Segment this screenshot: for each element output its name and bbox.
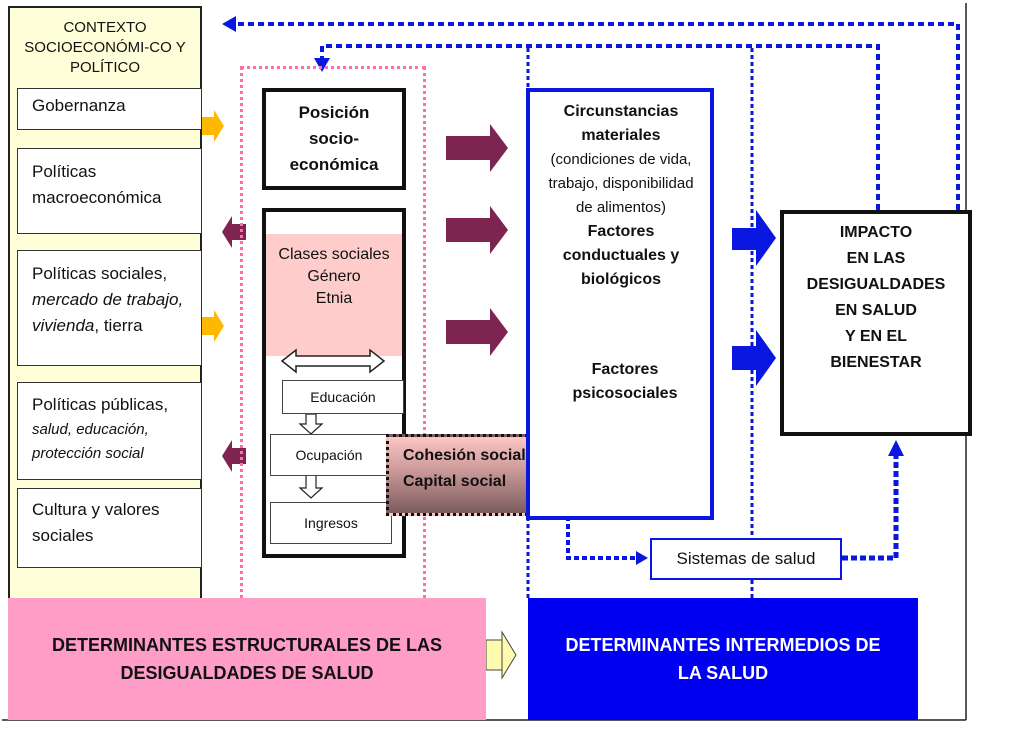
position-box: Posición socio-económica [262,88,406,190]
orange-arrow-1 [202,110,224,142]
bottom-yellow-arrow [485,630,517,680]
context-item-culture-label: Cultura y valores sociales [32,500,160,545]
impact-box: IMPACTO EN LAS DESIGUALDADES EN SALUD Y … [780,210,972,436]
context-item-social-policies-detail: mercado de trabajo, vivienda [32,290,184,335]
context-item-social-policies: Políticas sociales, mercado de trabajo, … [17,250,202,366]
intermediate-determinants-label: DETERMINANTES INTERMEDIOS DE LA SALUD [565,635,881,683]
intermediate-determinants-label-box: DETERMINANTES INTERMEDIOS DE LA SALUD [528,598,918,720]
health-systems-box: Sistemas de salud [650,538,842,580]
impact-line-6: BIENESTAR [830,354,922,371]
context-item-culture: Cultura y valores sociales [17,488,202,568]
structural-determinants-label-box: DETERMINANTES ESTRUCTURALES DE LAS DESIG… [8,598,486,720]
orange-arrow-2 [202,310,224,342]
blue-arrow-2 [732,330,776,386]
social-classes-label: Clases sociales [278,246,390,263]
context-item-governance: Gobernanza [17,88,202,130]
cohesion-health-link [566,508,636,560]
intermediate-determinants-box [526,88,714,520]
maroon-right-arrow-2 [446,206,508,254]
blue-arrow-1 [732,210,776,266]
impact-line-4: EN SALUD [835,302,917,319]
context-item-social-policies-tail: , tierra [94,316,143,335]
occupation-box: Ocupación [270,434,388,476]
impact-line-3: DESIGUALDADES [806,276,946,293]
context-item-governance-label: Gobernanza [32,96,126,115]
maroon-right-arrow-3 [446,308,508,356]
structural-determinants-label: DETERMINANTES ESTRUCTURALES DE LAS DESIG… [51,635,442,683]
health-impact-link [842,452,899,561]
context-item-public-policies-label: Políticas públicas, [32,395,169,414]
context-item-social-policies-label: Políticas sociales, [32,264,168,283]
psychosocial-factors-label: Factores psicosociales [572,361,678,402]
income-label: Ingresos [304,515,358,531]
context-item-public-policies: Políticas públicas, salud, educación, pr… [17,382,202,480]
education-box: Educación [282,380,404,414]
social-cohesion-label: Cohesión social [403,447,526,464]
social-capital-label: Capital social [403,473,507,490]
occupation-label: Ocupación [295,447,363,463]
feedback-to-context-arrowhead [222,16,236,32]
health-systems-label: Sistemas de salud [676,549,816,568]
impact-line-1: IMPACTO [839,224,913,241]
feedback-to-position-line [320,44,880,210]
feedback-to-context-line [226,22,960,210]
material-circumstances-title: Circunstancias materiales [563,103,679,144]
impact-line-5: Y EN EL [845,328,907,345]
context-title: CONTEXTO SOCIOECONÓMI-CO Y POLÍTICO [24,19,186,76]
impact-line-2: EN LAS [846,250,906,267]
cohesion-health-arrowhead-right [636,551,648,565]
feedback-to-position-arrowhead [314,58,330,72]
context-item-public-policies-detail: salud, educación, protección social [32,421,149,462]
gender-label: Género [307,268,361,285]
position-title: Posición socio-económica [289,103,379,174]
material-circumstances-detail: (condiciones de vida, trabajo, disponibi… [548,151,694,216]
education-label: Educación [310,389,376,405]
material-circumstances-block: Circunstancias materiales (condiciones d… [540,100,702,292]
income-box: Ingresos [270,502,392,544]
ethnicity-label: Etnia [315,290,353,307]
behavioral-factors-label: Factores conductuales y biológicos [562,223,680,288]
maroon-right-arrow-1 [446,124,508,172]
health-impact-arrowhead [888,440,904,456]
social-classes-block: Clases sociales Género Etnia [266,234,402,356]
context-item-macroeconomic-label: Políticas macroeconómica [32,162,162,207]
context-item-macroeconomic: Políticas macroeconómica [17,148,202,234]
